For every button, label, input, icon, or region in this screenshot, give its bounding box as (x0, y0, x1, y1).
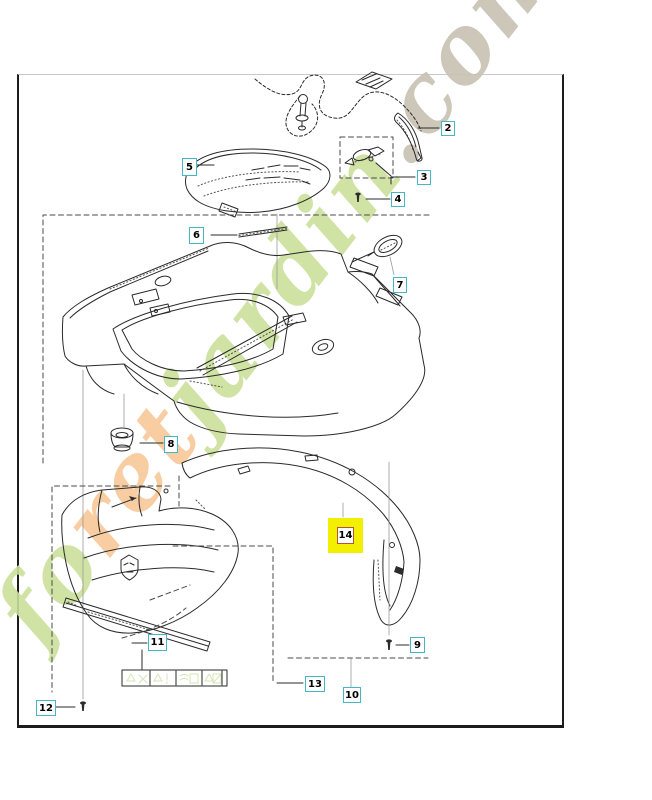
callout-2-number: 2 (444, 123, 452, 134)
callout-5-number: 5 (186, 161, 193, 173)
rod-part-6 (210, 226, 288, 238)
callout-12-number: 12 (39, 702, 53, 714)
diagram-frame (17, 74, 564, 728)
callout-4[interactable]: 4 (391, 192, 405, 207)
callout-8-number: 8 (167, 439, 175, 450)
rear-cover-part-14 (181, 447, 421, 626)
callout-13[interactable]: 13 (305, 676, 325, 692)
grommet-part-8 (110, 393, 164, 452)
callout-14[interactable]: 14 (337, 527, 354, 544)
callout-4-number: 4 (394, 194, 402, 205)
strip-part-2 (394, 112, 440, 162)
callout-13-number: 13 (308, 678, 322, 690)
callout-6[interactable]: 6 (189, 227, 204, 244)
cap-part-7 (351, 234, 403, 276)
skid-strip-part (62, 584, 211, 670)
callout-3-number: 3 (420, 172, 428, 183)
screw-part-9 (386, 461, 410, 650)
callout-14-number: 14 (338, 530, 353, 541)
callout-10-number: 10 (345, 689, 359, 701)
husqvarna-crest (120, 554, 139, 581)
callout-12[interactable]: 12 (36, 700, 56, 716)
callout-6-number: 6 (193, 230, 200, 241)
callout-9-number: 9 (414, 639, 421, 651)
assembly-group-outline-bottom (51, 475, 429, 693)
screw-part-4 (355, 192, 391, 202)
callout-9[interactable]: 9 (410, 637, 425, 653)
husqvarna-logo-text (245, 164, 311, 185)
callout-3[interactable]: 3 (417, 170, 431, 185)
assembly-group-outline-top (42, 214, 431, 464)
top-cover-part-5 (185, 148, 331, 290)
cable-assembly-part (254, 71, 422, 137)
callout-14-highlight: 14 (328, 518, 363, 553)
callout-8[interactable]: 8 (164, 436, 178, 453)
warning-icons (126, 673, 222, 684)
callout-2[interactable]: 2 (441, 121, 455, 136)
sensor-assembly-part-3 (339, 136, 416, 185)
screw-part-12 (52, 369, 86, 711)
callout-7-number: 7 (396, 279, 404, 291)
callout-10[interactable]: 10 (343, 687, 361, 703)
callout-5[interactable]: 5 (182, 158, 197, 176)
callout-7[interactable]: 7 (393, 277, 407, 293)
callout-11-number: 11 (150, 637, 165, 648)
bumper-part-11 (61, 486, 239, 634)
warning-label-strip (121, 669, 228, 687)
callout-11[interactable]: 11 (148, 634, 167, 651)
chassis-body-part (61, 242, 426, 437)
